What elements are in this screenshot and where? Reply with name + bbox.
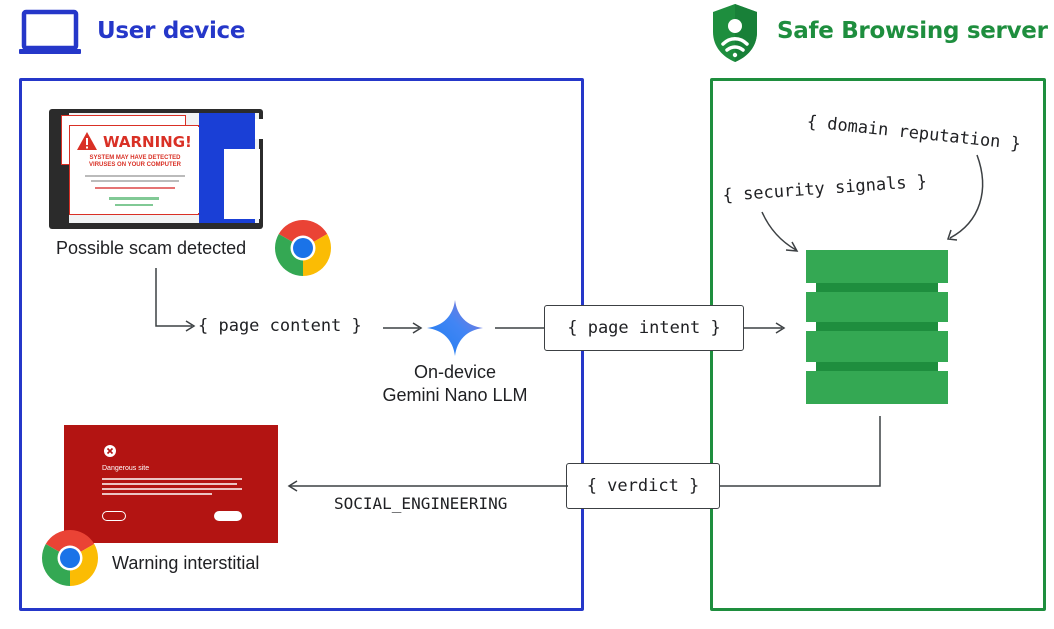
- page-intent-box: { page intent }: [544, 305, 744, 351]
- chrome-icon: [275, 220, 331, 276]
- user-device-title: User device: [97, 18, 246, 44]
- server-stack-layer: [806, 371, 948, 404]
- page-content-label: { page content }: [198, 316, 362, 336]
- llm-label-line-2: Gemini Nano LLM: [382, 385, 528, 405]
- llm-label-line-1: On-device: [413, 362, 497, 382]
- flow-arrow-verdict-to-interstitial: [287, 480, 568, 492]
- scam-warning-title: WARNING!: [103, 133, 192, 151]
- close-circle-icon: [104, 445, 116, 457]
- flow-arrow-scam-to-content: [155, 268, 196, 332]
- flow-arrow-content-to-llm: [383, 322, 423, 334]
- warning-triangle-icon: [77, 132, 97, 150]
- page-intent-label: { page intent }: [567, 318, 721, 338]
- server-stack-gap: [816, 362, 938, 371]
- warning-interstitial-screenshot: Dangerous site: [64, 425, 278, 543]
- server-stack-layer: [806, 292, 948, 322]
- server-title: Safe Browsing server: [777, 18, 1048, 44]
- scam-warning-box: WARNING! SYSTEM MAY HAVE DETECTED VIRUSE…: [71, 127, 199, 213]
- gemini-sparkle-icon: [427, 300, 483, 356]
- verdict-value: SOCIAL_ENGINEERING: [334, 494, 508, 513]
- chrome-icon: [42, 530, 98, 586]
- server-stack-layer: [806, 331, 948, 362]
- laptop-icon: [19, 9, 81, 54]
- scam-fine-print: [85, 175, 185, 177]
- warning-interstitial-label: Warning interstitial: [112, 553, 260, 573]
- flow-line-llm-to-intent: [495, 327, 545, 329]
- scam-warning-sub-1: SYSTEM MAY HAVE DETECTED: [89, 155, 181, 161]
- flow-line-server-to-verdict: [720, 416, 881, 487]
- scam-page-screenshot: WARNING! SYSTEM MAY HAVE DETECTED VIRUSE…: [49, 109, 263, 229]
- verdict-label: { verdict }: [586, 476, 700, 496]
- scam-detected-label: Possible scam detected: [56, 238, 247, 258]
- interstitial-details-button: [102, 511, 126, 521]
- scam-warning-sub-2: VIRUSES ON YOUR COMPUTER: [89, 162, 181, 168]
- server-stack-gap: [816, 283, 938, 292]
- interstitial-heading: Dangerous site: [102, 465, 150, 472]
- interstitial-back-button: [214, 511, 242, 521]
- shield-icon: [713, 4, 757, 62]
- flow-arrow-intent-to-server: [744, 322, 786, 334]
- server-stack-layer: [806, 250, 948, 283]
- verdict-box: { verdict }: [566, 463, 720, 509]
- flow-arrows-signals-to-server: [761, 154, 984, 252]
- server-stack-gap: [816, 322, 938, 331]
